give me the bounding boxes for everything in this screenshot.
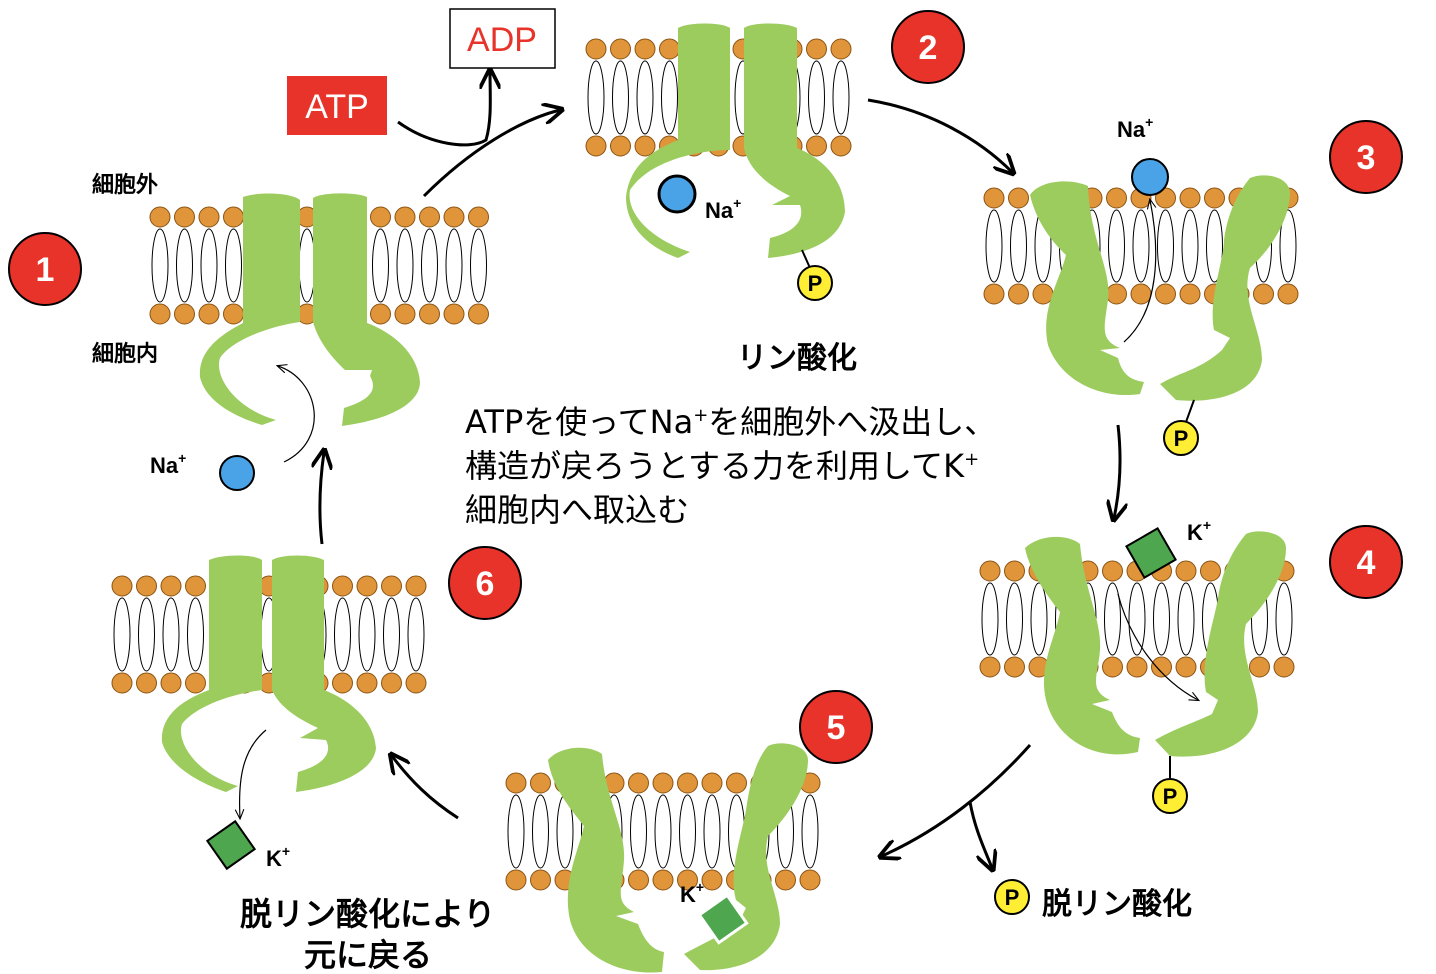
svg-text:P: P [1174,426,1189,451]
step-badge-4: 4 [1329,525,1403,599]
potassium-ion [697,893,749,945]
svg-text:3: 3 [1357,139,1376,177]
outside-label: 細胞外 [92,172,158,198]
svg-text:2: 2 [919,29,938,67]
atp-box [287,76,387,135]
description-text: ATPを使ってNa+を細胞外へ汲出し、 構造が戻ろうとする力を利用してK+ 細胞… [465,403,996,529]
step-badge-3: 3 [1329,120,1403,194]
svg-text:Na+: Na+ [1117,114,1153,142]
sodium-ions [219,158,1169,491]
phosphate: P [1152,778,1188,814]
svg-text:細胞内へ取込む: 細胞内へ取込む [465,491,689,529]
svg-text:P: P [1163,784,1178,809]
sodium-ion [657,174,697,214]
step-badge-6: 6 [448,546,522,620]
svg-text:Na+: Na+ [705,195,741,223]
svg-text:6: 6 [476,565,495,603]
phosphate: P [797,265,833,301]
phosphorylation-label: リン酸化 [737,341,857,376]
step-badge-2: 2 [891,10,965,84]
ion-labels: Na+ Na+ Na+ K+ K+ K+ [150,114,1211,907]
atp-label: ATP [305,88,369,126]
pump-protein-5 [548,743,808,973]
sodium-ion [1131,158,1169,196]
svg-text:K+: K+ [680,879,704,907]
svg-text:構造が戻ろうとする力を利用してK+: 構造が戻ろうとする力を利用してK+ [465,447,979,485]
svg-text:1: 1 [36,251,55,289]
lipid-bilayer [111,575,427,694]
pump-protein-6 [161,555,376,792]
svg-text:K+: K+ [1187,517,1211,545]
adp-label: ADP [467,21,537,59]
cycle-arrows [320,72,1120,868]
svg-text:5: 5 [827,709,846,747]
return-label-line2: 元に戻る [304,936,432,974]
svg-text:4: 4 [1357,544,1376,582]
phosphate: P [1163,420,1199,456]
potassium-ion [1125,527,1177,579]
potassium-ions [205,527,1177,945]
svg-text:P: P [808,271,823,296]
phosphate-groups: P P P P [797,249,1199,915]
dephosphorylation-label: 脱リン酸化 [1042,887,1192,922]
pump-protein-4 [1025,531,1286,757]
ion-movement-arrows [240,200,1198,818]
potassium-ion [205,819,257,871]
step-badges: 1 2 3 4 5 6 [8,10,1403,764]
sodium-ion [219,455,255,491]
step-badge-5: 5 [799,690,873,764]
svg-text:ATPを使ってNa+を細胞外へ汲出し、: ATPを使ってNa+を細胞外へ汲出し、 [465,403,996,441]
pump-protein-1 [199,193,420,426]
phosphate: P [994,879,1030,915]
return-label-line1: 脱リン酸化により [240,895,495,933]
adp-box [449,8,556,69]
svg-text:P: P [1005,885,1020,910]
svg-text:K+: K+ [266,843,290,871]
svg-text:Na+: Na+ [150,450,186,478]
inside-label: 細胞内 [92,341,158,367]
step-badge-1: 1 [8,232,82,306]
pump-protein-3 [1030,175,1290,401]
pump-protein-2 [626,23,845,258]
